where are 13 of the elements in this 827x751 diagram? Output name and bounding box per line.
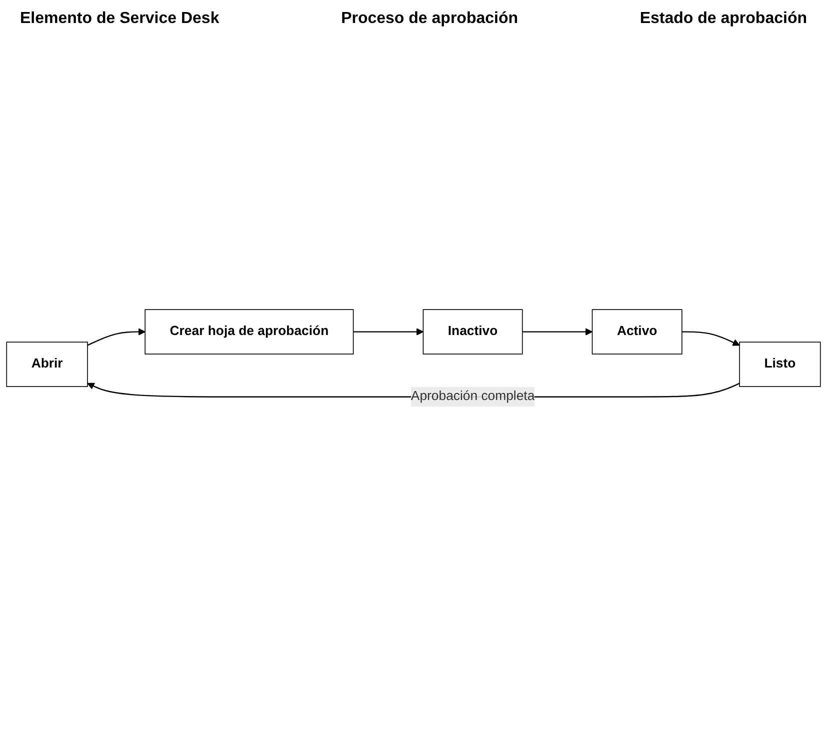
- heading-label: Elemento de Service Desk: [20, 10, 220, 28]
- arrow: [522, 328, 593, 336]
- node-box: Activo: [592, 309, 682, 354]
- edge-label: Aprobación completa: [410, 389, 535, 404]
- node-box: Listo: [739, 342, 821, 387]
- arrow: [353, 328, 424, 336]
- node-box: Abrir: [6, 342, 88, 387]
- heading-label: Proceso de aprobación: [341, 10, 518, 28]
- node-box: Inactivo: [422, 309, 523, 354]
- arrow: [682, 331, 740, 346]
- heading-label: Estado de aprobación: [640, 10, 807, 28]
- arrow: [87, 328, 146, 346]
- node-box: Crear hoja de aprobación: [144, 309, 354, 354]
